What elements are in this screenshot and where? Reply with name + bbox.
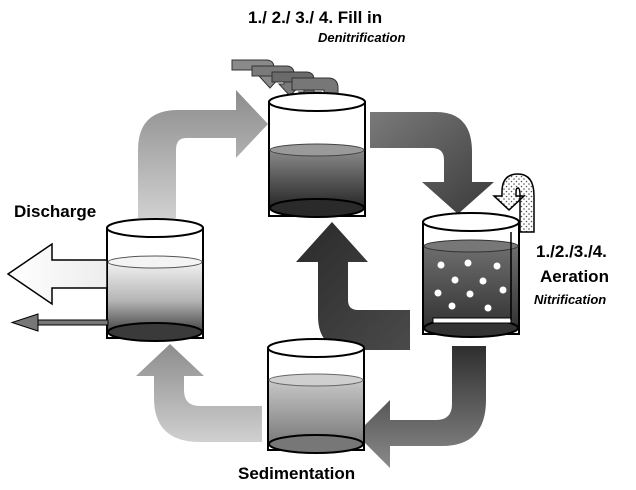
arrow-sedimentation-to-discharge bbox=[136, 344, 262, 442]
fill-subtitle: Denitrification bbox=[318, 30, 406, 45]
aeration-title: Aeration bbox=[540, 267, 609, 286]
arrow-fill-to-aeration bbox=[370, 112, 494, 214]
discharge-label: Discharge bbox=[14, 202, 97, 221]
arrow-discharge-to-fill bbox=[138, 90, 268, 218]
sedimentation-tank bbox=[267, 338, 365, 454]
air-bubbles bbox=[434, 259, 507, 312]
aeration-tank bbox=[422, 212, 520, 338]
arrow-aeration-return-to-fill bbox=[296, 222, 410, 350]
sedimentation-label: Sedimentation bbox=[238, 464, 356, 483]
discharge-outflow-arrow bbox=[6, 242, 108, 306]
aeration-steps: 1./2./3./4. bbox=[536, 242, 607, 261]
air-inlet-arrow bbox=[492, 173, 535, 233]
aeration-subtitle: Nitrification bbox=[534, 292, 607, 307]
fill-title: 1./ 2./ 3./ 4. Fill in bbox=[248, 8, 383, 27]
diffuser-bar bbox=[432, 317, 512, 324]
arrow-aeration-to-sedimentation bbox=[356, 346, 486, 468]
sludge-outflow-arrow bbox=[10, 313, 109, 332]
fill-tank bbox=[268, 92, 366, 218]
discharge-tank bbox=[106, 218, 204, 342]
